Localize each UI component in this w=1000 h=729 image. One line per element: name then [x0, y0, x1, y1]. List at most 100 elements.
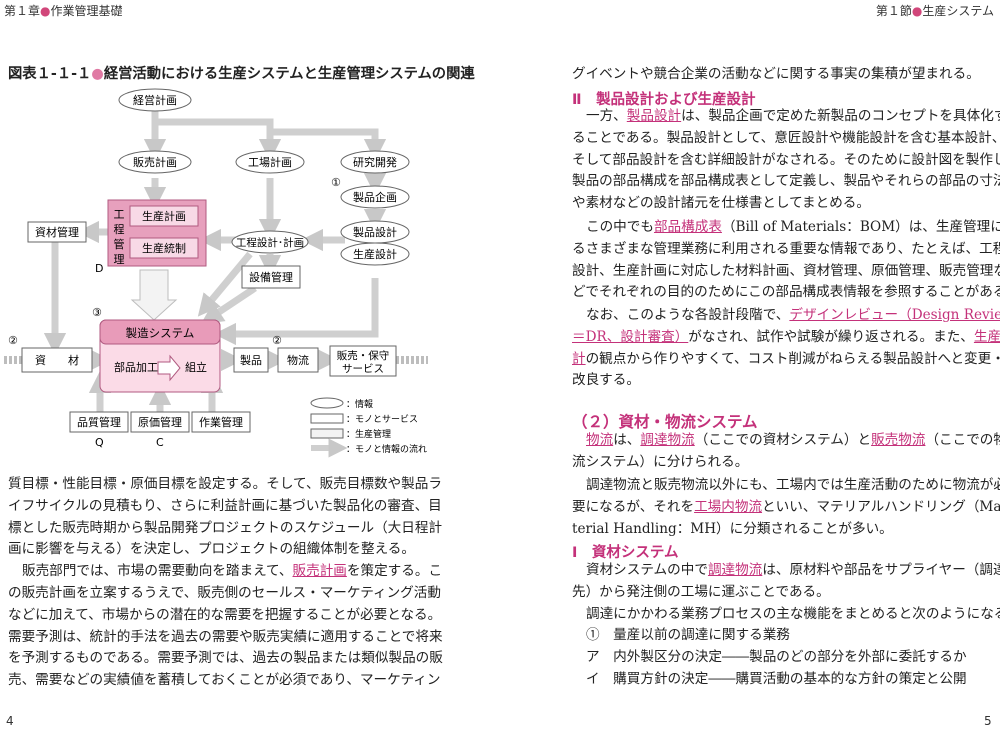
- p6-line-1: 資材システムの中で調達物流は、原材料や部品をサプライヤー（調達: [572, 560, 1000, 582]
- node-service-box: [329, 345, 397, 377]
- flow-keiei-right: [155, 118, 282, 162]
- left-line-10: 売、需要などの実績値を蓄積しておくことが必須であり、マーケティン: [8, 672, 441, 689]
- p2-line-1: この中でも部品構成表（Bill of Materials：BOM）は、生産管理に…: [572, 217, 1000, 239]
- section-b-heading: （２）資材・物流システム: [572, 410, 758, 432]
- p3-line-1: なお、このような各設計段階で、デザインレビュー（Design Review: [572, 305, 1000, 327]
- right-intro-line: グイベントや競合企業の活動などに関する事実の集積が望まれる。: [572, 66, 980, 82]
- big-flow-arrow: [130, 269, 178, 321]
- mark-Q: Q: [95, 436, 104, 449]
- node-seihin: 製品: [240, 353, 262, 367]
- node-sagyo: 作業管理: [199, 415, 243, 429]
- flow-sekkei-to-seizo: [213, 278, 379, 346]
- left-line-5-b: を策定する。こ: [346, 563, 443, 580]
- node-service-1: 販売・保守: [337, 349, 390, 362]
- p4-line-1-c: （ここでの物: [925, 432, 1000, 448]
- node-sekkei2: 生産設計: [353, 247, 397, 261]
- legend-mgmt: ：生産管理: [346, 428, 391, 440]
- p6-line-2: 先）から発注側の工場に運ぶことである。: [572, 583, 830, 600]
- left-line-5: 販売部門では、市場の需要動向を踏まえて、販売計画を策定する。こ: [8, 561, 443, 583]
- right-paragraph-4: 物流は、調達物流（ここでの資材システム）と販売物流（ここでの物 流システム）に分…: [572, 430, 1000, 474]
- p3-line-3: 計の観点から作りやすくて、コスト削減がねらえる製品設計へと変更・: [572, 349, 1000, 371]
- p3-line-2: ＝DR、設計審査）がなされ、試作や試験が繰り返される。また、生産設: [572, 327, 1000, 349]
- p1-line-1-b: は、製品企画で定めた新製品のコンセプトを具体化す: [681, 108, 1000, 124]
- term-kojonai-butsuryu: 工場内物流: [694, 498, 763, 515]
- node-kanri-v1: 工: [114, 208, 125, 221]
- node-seisan-tosei: 生産統制: [142, 241, 186, 255]
- node-keiei: 経営計画: [133, 93, 177, 107]
- node-genka: 原価管理: [138, 415, 182, 429]
- manufacturing-system-header: [99, 319, 221, 345]
- legend-info-shape: [310, 397, 344, 409]
- list-head: ① 量産以前の調達に関する業務: [586, 627, 790, 644]
- node-kumitate: 組立: [185, 360, 207, 374]
- node-setsubi: 設備管理: [249, 270, 293, 284]
- node-keiei-ellipse: [118, 88, 192, 112]
- mark-one: ①: [331, 176, 341, 189]
- node-service-2: サービス: [342, 363, 384, 375]
- flow-keiei-to-kenkyu: [270, 128, 387, 162]
- node-setsubi-box: [241, 265, 301, 289]
- p5-line-3: terial Handling：MH）に分類されることが多い。: [572, 520, 893, 537]
- right-paragraph-6: 資材システムの中で調達物流は、原材料や部品をサプライヤー（調達 先）から発注側の…: [572, 560, 1000, 691]
- p2-line-3: 設計、生産計画に対応した材料計画、資材管理、原価管理、販売管理な: [572, 262, 1000, 279]
- section-title: 生産システム: [922, 4, 994, 18]
- header-dot: ●: [40, 4, 51, 18]
- legend-goods: ：モノとサービス: [346, 414, 418, 425]
- section-3-title: 資材システム: [591, 545, 679, 561]
- p3-line-1-a: なお、このような各設計段階で、: [586, 307, 790, 323]
- mark-two-a: ②: [8, 334, 18, 347]
- node-shizai-box: [27, 221, 87, 243]
- node-shizai-in: 資 材: [35, 353, 79, 367]
- p3-line-2-a: がなされ、試作や試験が繰り返される。また、: [688, 328, 974, 345]
- p1-line-1-a: 一方、: [586, 108, 627, 124]
- flow-koutei-to-seizo: [197, 251, 253, 317]
- term-chotatsu-butsuryu: 調達物流: [640, 432, 695, 448]
- node-kanri-v4: 理: [114, 253, 125, 266]
- node-shizai-in-box: [21, 347, 93, 373]
- right-paragraph-2: この中でも部品構成表（Bill of Materials：BOM）は、生産管理に…: [572, 217, 1000, 304]
- right-intro: グイベントや競合企業の活動などに関する事実の集積が望まれる。: [572, 64, 980, 86]
- term-hanbai-butsuryu: 販売物流: [871, 432, 926, 448]
- p1-line-1: 一方、製品設計は、製品企画で定めた新製品のコンセプトを具体化す: [572, 106, 1000, 128]
- term-chotatsu-butsuryu-2: 調達物流: [707, 562, 763, 578]
- figure-caption: 経営活動における生産システムと生産管理システムの関連: [103, 66, 475, 82]
- list-item-b: イ 購買方針の決定――購買活動の基本的な方針の策定と公開: [586, 670, 967, 687]
- p5-line-2-b: といい、マテリアルハンドリング（Ma-: [762, 498, 1000, 515]
- right-paragraph-1: 一方、製品設計は、製品企画で定めた新製品のコンセプトを具体化す ることである。製…: [572, 106, 1000, 215]
- node-genka-box: [130, 411, 190, 433]
- left-line-7: などに加えて、市場からの潜在的な需要を把握することが必要となる。: [8, 606, 442, 623]
- left-line-3: 標とした販売時期から製品開発プロジェクトのスケジュール（大日程計: [8, 519, 443, 536]
- node-kojo-ellipse: [235, 150, 305, 174]
- left-line-2: イフサイクルの見積もり、さらに利益計画に基づいた製品化の審査、目: [8, 497, 442, 514]
- legend-mgmt-shape: [310, 428, 344, 439]
- mark-three: ③: [92, 306, 102, 319]
- right-paragraph-5: 調達物流と販売物流以外にも、工場内では生産活動のために物流が必 要になるが、それ…: [572, 475, 1000, 540]
- node-shizai: 資材管理: [35, 225, 79, 239]
- left-line-1: 質目標・性能目標・原価目標を設定する。そして、販売目標数や製品ラ: [8, 476, 442, 492]
- chapter-label: 第１章: [4, 4, 41, 18]
- node-kenkyu: 研究開発: [353, 155, 397, 169]
- node-kojo: 工場計画: [248, 155, 292, 169]
- section-3-number: Ⅰ: [572, 545, 578, 561]
- p4-line-2: 流システム）に分けられる。: [572, 453, 749, 470]
- legend-goods-shape: [310, 413, 344, 424]
- term-butsuryu: 物流: [586, 432, 614, 448]
- node-hinshitsu: 品質管理: [77, 415, 121, 429]
- term-buhin-kosei: 部品構成表: [653, 219, 722, 235]
- p7-line: 調達にかかわる業務プロセスの主な機能をまとめると次のようになる。: [586, 605, 1000, 622]
- chapter-title: 作業管理基礎: [50, 4, 123, 18]
- figure-number: 図表１-１-１: [8, 66, 92, 82]
- left-body-text: 質目標・性能目標・原価目標を設定する。そして、販売目標数や製品ラ イフサイクルの…: [8, 474, 443, 692]
- node-butsuryu: 物流: [287, 353, 309, 367]
- left-line-9: を予測するものである。需要予測では、過去の製品または類似製品の販: [8, 650, 443, 667]
- node-buhin: 部品加工: [114, 360, 158, 374]
- figure-title: 図表１-１-１●経営活動における生産システムと生産管理システムの関連: [8, 62, 475, 83]
- p6-line-1-b: は、原材料や部品をサプライヤー（調達: [762, 562, 1000, 578]
- header-dot: ●: [911, 4, 923, 18]
- section-2-heading: Ⅱ 製品設計および生産設計: [572, 88, 756, 109]
- left-line-5-a: 販売部門では、市場の需要動向を踏まえて、: [22, 563, 293, 580]
- p1-line-2: ることである。製品設計として、意匠設計や機能設計を含む基本設計、: [572, 129, 1000, 146]
- p4-line-1-a: は、: [613, 432, 641, 448]
- section-3-heading: Ⅰ 資材システム: [572, 541, 678, 562]
- left-header: 第１章●作業管理基礎: [4, 2, 123, 19]
